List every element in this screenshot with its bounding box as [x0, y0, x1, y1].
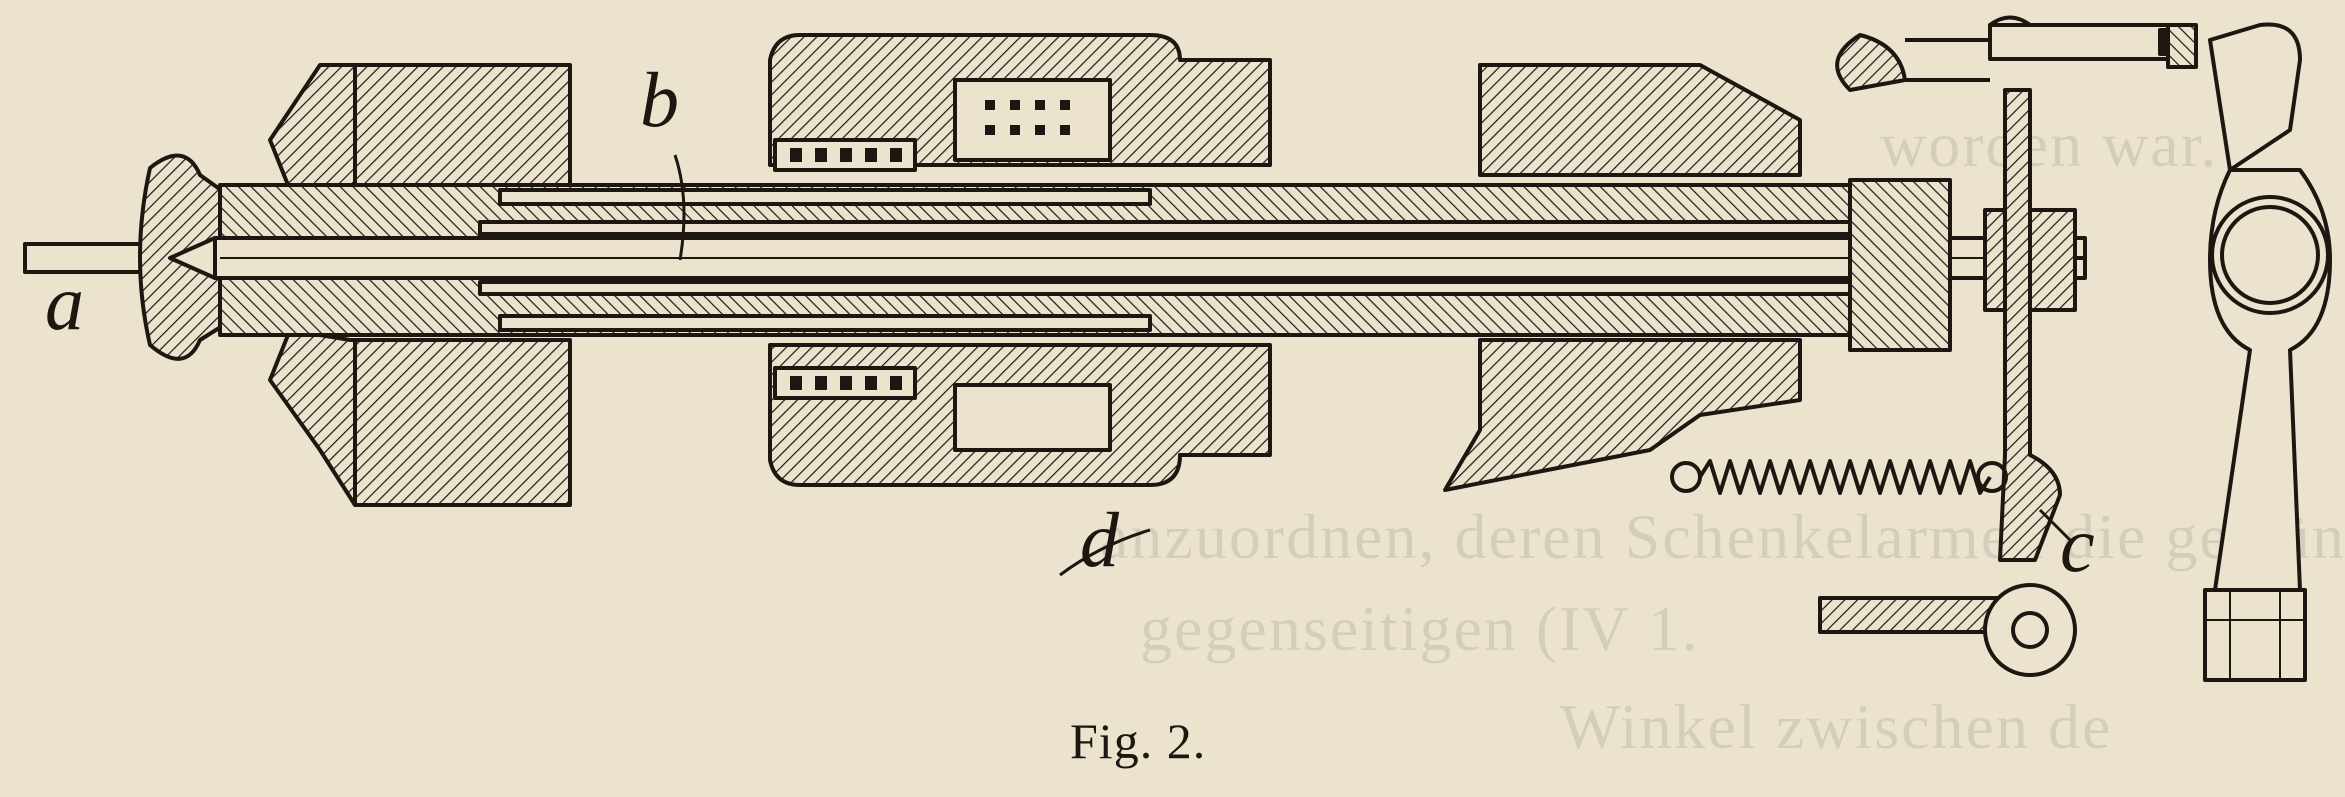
left-bearing-upper [268, 63, 572, 192]
label-d: d [1080, 496, 1119, 583]
show-through-text-4: Winkel zwischen de [1560, 691, 2113, 762]
side-lever-top [2208, 22, 2302, 172]
clutch-window-lower [953, 383, 1112, 452]
figure-caption: Fig. 2. [1070, 713, 1207, 769]
right-bearing-lower [1443, 338, 1802, 492]
knurled-knob [2166, 23, 2198, 69]
label-b: b [640, 56, 679, 143]
leader-b [673, 154, 686, 261]
label-a: a [45, 259, 84, 346]
inner-sleeve-lower [498, 314, 1152, 332]
right-bearing-upper [1478, 63, 1802, 177]
show-through-text-2: anzuordnen, deren Schenkelarmen die gewü… [1100, 501, 2345, 572]
spring-hook-left [1670, 461, 1702, 493]
show-through-text-1: worden war. [1880, 109, 2219, 180]
collar [1848, 178, 1952, 352]
inner-sleeve-upper [498, 188, 1152, 206]
label-c: c [2060, 501, 2095, 588]
top-fork [1835, 33, 1907, 92]
side-lever-foot [2203, 588, 2307, 682]
leader-c [2038, 508, 2072, 542]
spring-hook-right [1976, 461, 2008, 493]
clutch-window-upper [953, 78, 1112, 162]
leader-d [1059, 528, 1151, 577]
show-through-text-3: gegenseitigen (IV 1. [1140, 593, 1700, 664]
tension-spring [1698, 459, 1992, 495]
lever-c [1998, 88, 2062, 562]
left-bearing-lower [268, 328, 572, 507]
bottom-link [1818, 596, 2012, 634]
